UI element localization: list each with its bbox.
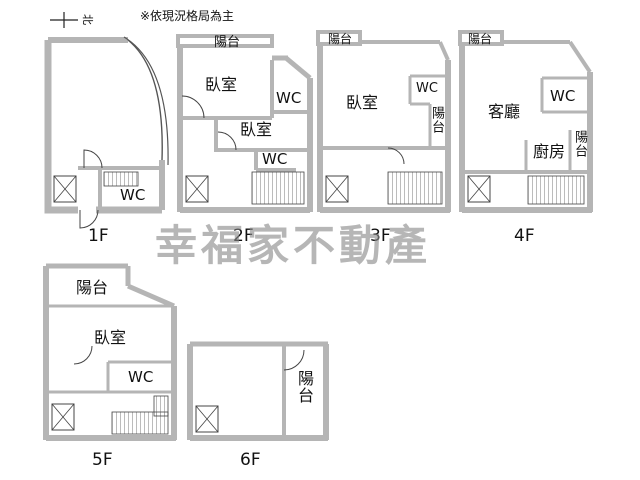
floor-4f-plan xyxy=(458,30,593,213)
north-label: 北 xyxy=(81,14,94,25)
floor-label-5f: 5F xyxy=(92,450,113,470)
floor-2f-plan xyxy=(176,34,313,213)
layout-note: ※依現況格局為主 xyxy=(140,9,235,23)
floor-label-3f: 3F xyxy=(370,226,391,246)
room-label-3f-wc: WC xyxy=(416,81,438,96)
floor-label-1f: 1F xyxy=(88,226,109,246)
room-label-2f-wc-1: WC xyxy=(276,89,302,107)
room-label-5f-wc: WC xyxy=(128,368,154,386)
room-label-3f-balcony: 陽台 xyxy=(328,32,353,46)
room-label-1f-wc: WC xyxy=(120,186,146,204)
room-label-5f-balcony: 陽台 xyxy=(76,278,109,297)
room-label-2f-balcony: 陽台 xyxy=(214,35,241,50)
room-label-4f-balcony-side: 陽台 xyxy=(572,130,587,158)
room-label-4f-wc: WC xyxy=(550,87,576,105)
room-label-4f-living-room: 客廳 xyxy=(488,102,521,121)
floor-5f-plan xyxy=(43,263,177,441)
floor-label-4f: 4F xyxy=(514,226,535,246)
watermark-text: 幸福家不動產 xyxy=(155,221,432,270)
room-label-3f-balcony-side: 陽台 xyxy=(429,106,444,134)
room-label-2f-bedroom-2: 臥室 xyxy=(240,120,273,139)
room-label-2f-wc-2: WC xyxy=(262,150,288,168)
room-label-6f-balcony: 陽台 xyxy=(295,370,314,404)
floor-6f-plan xyxy=(187,341,329,441)
floor-3f-plan xyxy=(316,30,451,213)
room-label-4f-kitchen: 廚房 xyxy=(533,142,566,161)
floor-label-2f: 2F xyxy=(233,226,254,246)
north-arrow-icon xyxy=(50,12,78,28)
room-label-5f-bedroom: 臥室 xyxy=(94,328,127,347)
room-label-2f-bedroom-1: 臥室 xyxy=(205,75,238,94)
floor-label-6f: 6F xyxy=(240,450,261,470)
room-label-4f-balcony: 陽台 xyxy=(468,32,493,46)
room-label-3f-bedroom: 臥室 xyxy=(346,93,379,112)
floor-1f-plan xyxy=(44,36,169,229)
